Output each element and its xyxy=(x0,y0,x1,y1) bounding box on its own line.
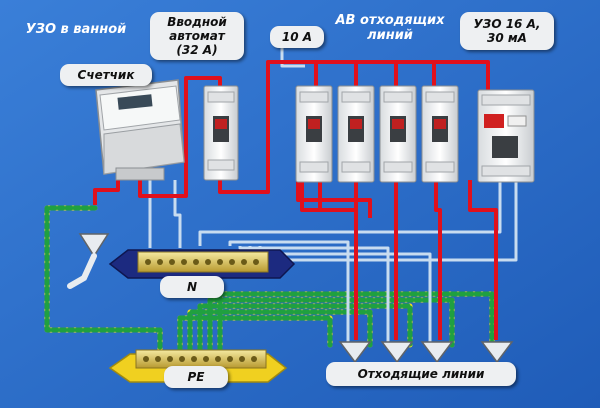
outgoing-breakers xyxy=(295,85,459,183)
label-uzo-rating-line-1: УЗО 16 А, xyxy=(473,17,541,31)
busbar-icon xyxy=(108,249,296,279)
ground-wire xyxy=(44,205,495,353)
electricity-meter-icon xyxy=(95,79,185,181)
input-cable xyxy=(67,253,97,289)
label-uzo-rating-line-2: 30 мА xyxy=(487,31,527,45)
label-uzo-rating: УЗО 16 А, 30 мА xyxy=(460,12,554,50)
phase-wire xyxy=(93,60,498,340)
label-input-breaker: Вводной автомат (32 А) xyxy=(150,12,244,60)
label-outgoing-breakers-line-1: АВ отходящих xyxy=(335,13,445,28)
circuit-breaker-icon xyxy=(203,85,239,181)
cable-end-icon xyxy=(78,233,514,364)
label-current-10a: 10 А xyxy=(270,26,324,48)
label-neutral-bus: N xyxy=(160,276,224,298)
circuit-breaker-icon xyxy=(421,85,459,183)
circuit-breaker-icon xyxy=(379,85,417,183)
label-outgoing-lines: Отходящие линии xyxy=(326,362,516,386)
label-pe-bus: PE xyxy=(164,366,228,388)
label-uzo-bath: УЗО в ванной xyxy=(25,22,127,37)
label-outgoing-breakers: АВ отходящих линий xyxy=(330,13,450,43)
label-outgoing-breakers-line-2: линий xyxy=(367,28,413,43)
circuit-breaker-icon xyxy=(337,85,375,183)
circuit-breaker-icon xyxy=(295,85,333,183)
label-meter: Счетчик xyxy=(60,64,152,86)
label-input-breaker-line-1: Вводной xyxy=(167,15,227,29)
label-input-breaker-line-3: (32 А) xyxy=(176,43,218,57)
rcd-icon xyxy=(477,89,535,183)
label-input-breaker-line-2: автомат xyxy=(169,29,225,43)
